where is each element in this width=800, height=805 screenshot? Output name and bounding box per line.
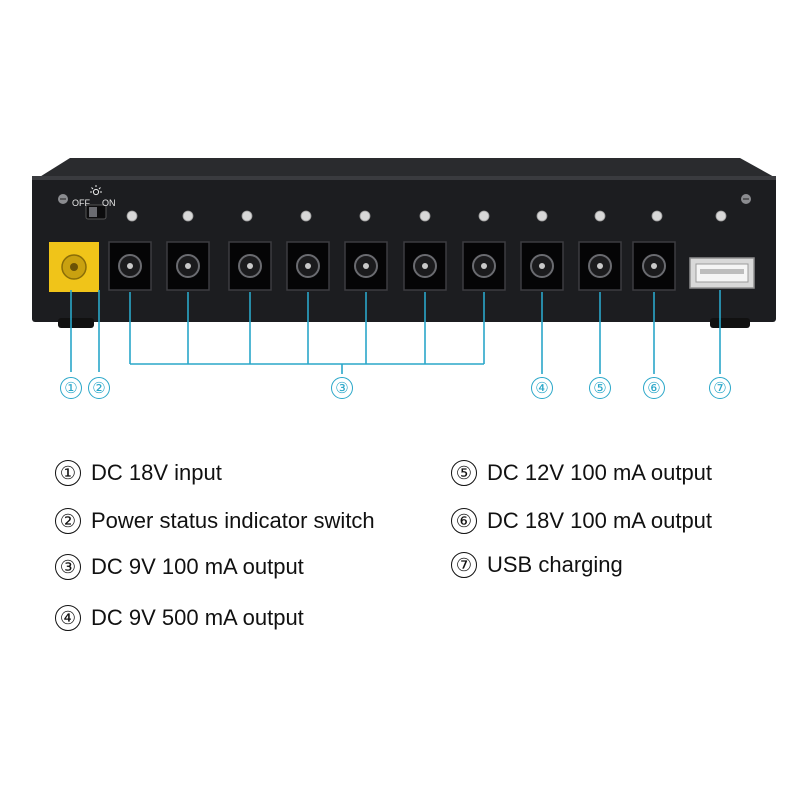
indicator-led [715, 210, 727, 222]
dc-output-jack [403, 241, 447, 291]
device-foot-right [710, 318, 750, 328]
device-top-surface [38, 158, 776, 178]
legend-number: ③ [55, 554, 81, 580]
dc-output-jack [108, 241, 152, 291]
callout-1: ① [60, 377, 82, 399]
legend-text: USB charging [487, 552, 623, 577]
dc-output-jack [228, 241, 272, 291]
callout-2: ② [88, 377, 110, 399]
legend-item-3: ③ DC 9V 100 mA output [55, 554, 304, 580]
switch-knob [89, 207, 97, 217]
legend-text: DC 12V 100 mA output [487, 460, 713, 485]
callout-4: ④ [531, 377, 553, 399]
indicator-led [478, 210, 490, 222]
indicator-led [651, 210, 663, 222]
device-foot-left [58, 318, 94, 328]
callout-5: ⑤ [589, 377, 611, 399]
dc-output-jack [632, 241, 676, 291]
legend-number: ④ [55, 605, 81, 631]
legend-number: ② [55, 508, 81, 534]
legend-item-2: ② Power status indicator switch [55, 508, 375, 534]
indicator-leds [126, 210, 727, 222]
legend-item-4: ④ DC 9V 500 mA output [55, 605, 304, 631]
dc-output-jack [520, 241, 564, 291]
switch-off-label: OFF [72, 198, 90, 208]
usb-port [689, 257, 755, 289]
dc-output-jack [578, 241, 622, 291]
indicator-led [182, 210, 194, 222]
legend-item-1: ① DC 18V input [55, 460, 222, 486]
legend-text: DC 18V input [91, 460, 222, 485]
switch-on-label: ON [102, 198, 116, 208]
indicator-led [300, 210, 312, 222]
legend-text: DC 18V 100 mA output [487, 508, 713, 533]
dc-output-jack [344, 241, 388, 291]
device-top-edge [32, 176, 776, 180]
screw-left-icon [58, 194, 68, 204]
indicator-led [241, 210, 253, 222]
legend-number: ① [55, 460, 81, 486]
indicator-led [359, 210, 371, 222]
legend-number: ⑥ [451, 508, 477, 534]
connector-lines [70, 290, 721, 374]
indicator-led [126, 210, 138, 222]
legend-item-6: ⑥ DC 18V 100 mA output [451, 508, 712, 534]
legend-number: ⑤ [451, 460, 477, 486]
legend-text: DC 9V 500 mA output [91, 605, 304, 630]
callout-7: ⑦ [709, 377, 731, 399]
callout-6: ⑥ [643, 377, 665, 399]
legend-item-7: ⑦ USB charging [451, 552, 623, 578]
dc-output-jack [286, 241, 330, 291]
callout-3: ③ [331, 377, 353, 399]
legend-text: Power status indicator switch [91, 508, 375, 533]
legend-number: ⑦ [451, 552, 477, 578]
indicator-led [536, 210, 548, 222]
sun-icon [90, 185, 102, 196]
legend-text: DC 9V 100 mA output [91, 554, 304, 579]
indicator-led [419, 210, 431, 222]
screw-right-icon [741, 194, 751, 204]
dc-output-jack [166, 241, 210, 291]
dc-input-jack [49, 242, 99, 292]
output-jacks [108, 241, 676, 291]
dc-output-jack [462, 241, 506, 291]
legend-item-5: ⑤ DC 12V 100 mA output [451, 460, 712, 486]
indicator-led [594, 210, 606, 222]
